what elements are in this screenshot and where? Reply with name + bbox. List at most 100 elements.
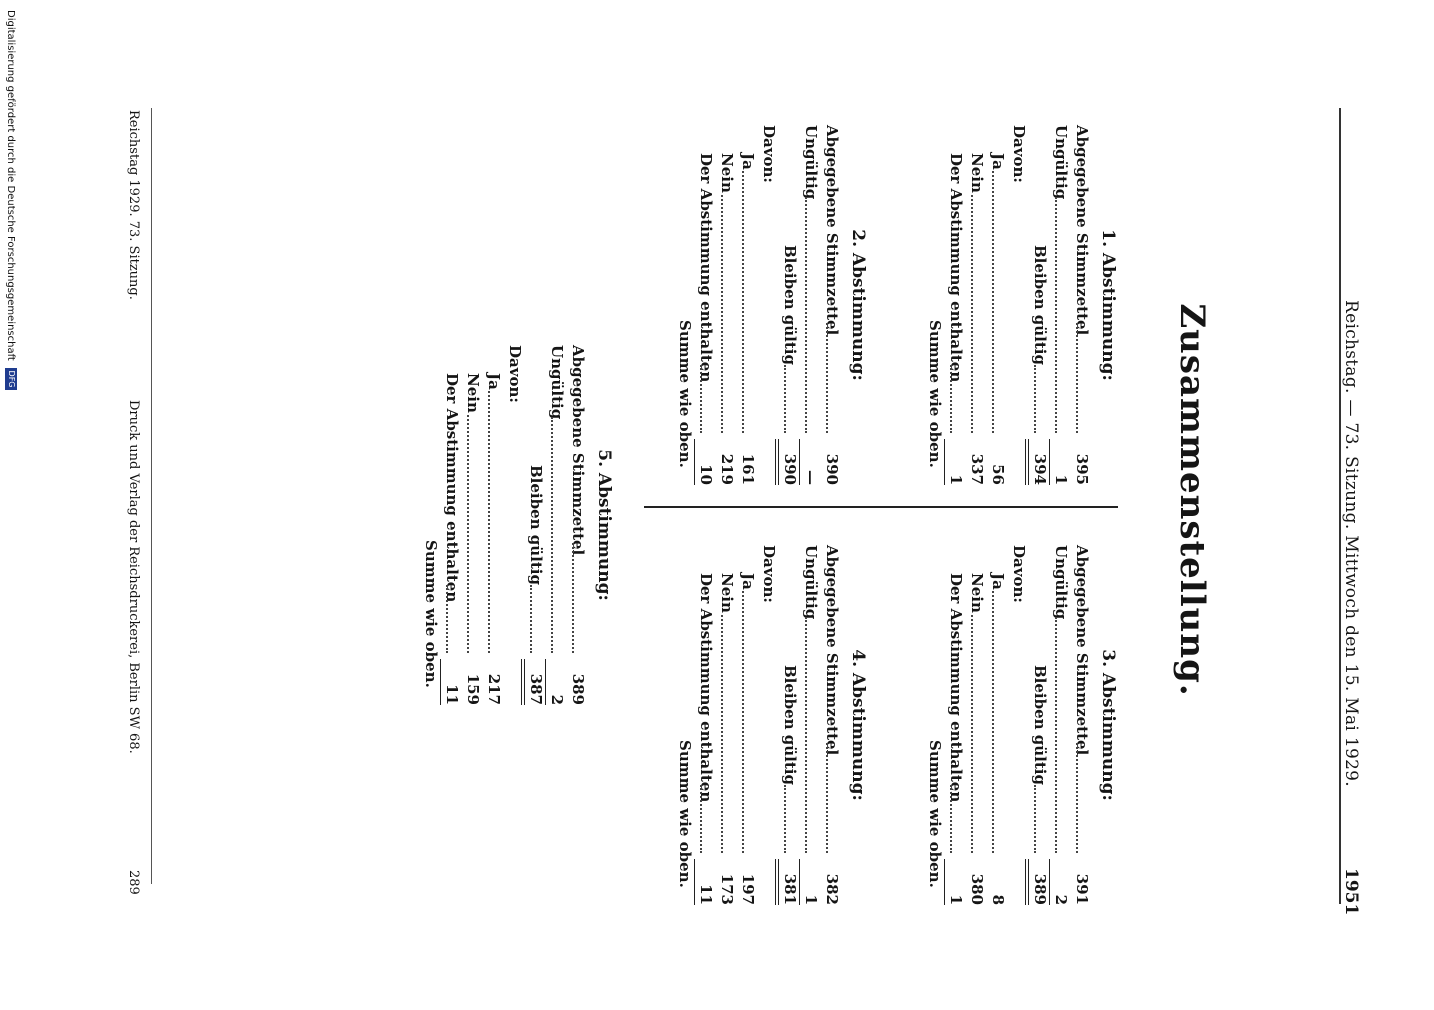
leader-dots (971, 615, 973, 853)
line-label: Ungültig (548, 345, 566, 420)
line-label: Nein (968, 573, 986, 613)
vote-line: Davon: (1008, 125, 1029, 485)
line-value: 2 (1049, 859, 1071, 905)
line-value: 197 (739, 873, 757, 905)
leader-dots (700, 785, 702, 853)
line-value: 1 (1049, 439, 1071, 485)
leader-dots (784, 365, 786, 433)
leader-dots (950, 365, 952, 433)
line-label: Der Abstimmung enthalten (947, 573, 965, 803)
leader-dots (742, 591, 744, 853)
column-divider (644, 506, 1118, 508)
footer-left: Reichstag 1929. 73. Sitzung. (126, 110, 141, 300)
line-label: Ungültig (1052, 125, 1070, 200)
line-value: 159 (464, 673, 482, 705)
vote-line: Ungültig— (799, 125, 821, 485)
dfg-logo-icon: DFG (5, 368, 17, 391)
line-label: Summe wie oben. (676, 740, 694, 888)
leader-dots (784, 785, 786, 853)
line-label: Bleiben gültig (1031, 245, 1049, 365)
line-label: Nein (464, 373, 482, 413)
vote-line: Summe wie oben. (420, 345, 441, 705)
line-value: 1 (799, 859, 821, 905)
line-label: Abgegebene Stimmzettel (1073, 545, 1091, 756)
vote-line: Ja 161 (737, 125, 758, 485)
line-label: Der Abstimmung enthalten (947, 153, 965, 383)
line-label: Summe wie oben. (422, 540, 440, 688)
line-value: 56 (989, 464, 1007, 485)
leader-dots (992, 591, 994, 853)
line-value: 11 (440, 659, 462, 705)
line-value: 10 (694, 439, 716, 485)
vote-heading: 5. Abstimmung: (594, 449, 614, 601)
leader-dots (446, 585, 448, 653)
leader-dots (1076, 323, 1078, 433)
vote-line: Summe wie oben. (674, 125, 695, 485)
line-label: Davon: (760, 545, 778, 603)
line-label: Ja (739, 153, 757, 170)
line-label: Summe wie oben. (926, 320, 944, 468)
vote-line: Ja 56 (987, 125, 1008, 485)
vote-line: Abgegebene Stimmzettel 382 (821, 545, 842, 905)
line-value: 382 (823, 873, 841, 905)
line-label: Nein (718, 573, 736, 613)
line-value: 161 (739, 453, 757, 485)
digitization-text: Digitalisierung gefördert durch die Deut… (5, 10, 16, 361)
line-value: 217 (485, 673, 503, 705)
running-header: Reichstag. — 73. Sitzung. Mittwoch den 1… (1327, 0, 1367, 1000)
leader-dots (721, 615, 723, 853)
leader-dots (805, 617, 807, 853)
page-number: 1951 (1341, 868, 1361, 916)
line-value: 337 (968, 453, 986, 485)
line-label: Davon: (1010, 545, 1028, 603)
line-label: Ungültig (802, 125, 820, 200)
leader-dots (992, 171, 994, 433)
leader-dots (488, 391, 490, 653)
leader-dots (1076, 743, 1078, 853)
line-label: Abgegebene Stimmzettel (569, 345, 587, 556)
vote-line: Summe wie oben. (924, 545, 945, 905)
leader-dots (742, 171, 744, 433)
line-value: 390 (823, 453, 841, 485)
vote-line: Ja 197 (737, 545, 758, 905)
line-value: 2 (545, 659, 567, 705)
line-label: Abgegebene Stimmzettel (823, 545, 841, 756)
leader-dots (1055, 197, 1057, 433)
leader-dots (826, 743, 828, 853)
leader-dots (950, 785, 952, 853)
line-label: Davon: (1010, 125, 1028, 183)
line-label: Ja (989, 573, 1007, 590)
line-label: Summe wie oben. (676, 320, 694, 468)
line-label: Ja (739, 573, 757, 590)
leader-dots (1034, 365, 1036, 433)
leader-dots (572, 543, 574, 653)
line-label: Bleiben gültig (527, 465, 545, 585)
line-label: Ja (989, 153, 1007, 170)
line-value: 219 (718, 453, 736, 485)
line-label: Davon: (506, 345, 524, 403)
vote-line: Ungültig 2 (545, 345, 567, 705)
leader-dots (700, 365, 702, 433)
vote-line: Davon: (504, 345, 525, 705)
line-value: 8 (989, 894, 1007, 905)
line-label: Nein (718, 153, 736, 193)
